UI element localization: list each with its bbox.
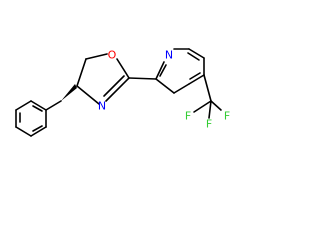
- pyridine-ring: [155, 48, 205, 94]
- oxazoline-oxygen-label: O: [108, 49, 117, 62]
- pyridine-nitrogen-label: N: [165, 49, 173, 62]
- stereo-bond: [61, 84, 77, 101]
- fluorine-label-left: F: [185, 110, 191, 123]
- trifluoromethyl-group: [193, 74, 222, 119]
- molecule-structure: O N N F F F: [15, 48, 230, 137]
- ring-link-bond: [128, 77, 157, 80]
- phenyl-ring: [15, 100, 47, 137]
- fluorine-label-right: F: [224, 110, 230, 123]
- oxazoline-nitrogen-label: N: [98, 100, 106, 113]
- benzyl-linker: [45, 100, 62, 111]
- structure-canvas: O N N F F F: [15, 48, 230, 137]
- fluorine-label-bottom: F: [206, 118, 212, 131]
- oxazoline-ring: [76, 53, 130, 105]
